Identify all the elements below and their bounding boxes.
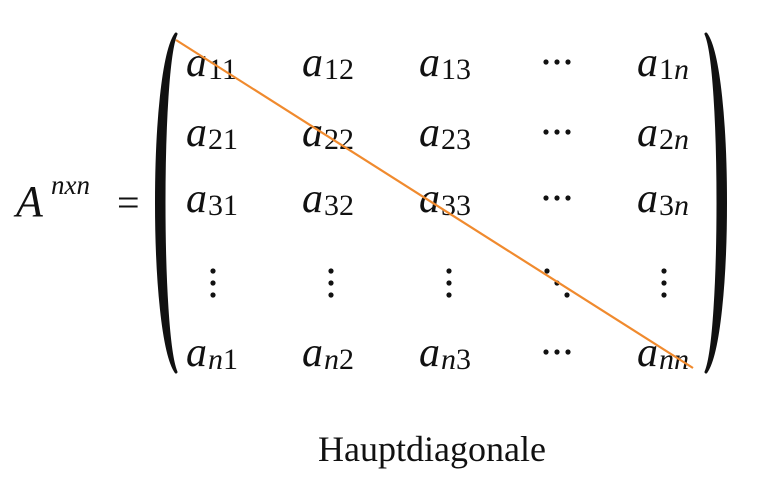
ellipsis-dot	[564, 292, 570, 298]
ellipsis-dot	[661, 268, 667, 274]
entry-subscript: 31	[208, 189, 238, 222]
horizontal-ellipsis	[543, 129, 571, 135]
entry-base: a	[419, 110, 440, 156]
entry-base: a	[637, 330, 658, 376]
ellipsis-dot	[210, 268, 216, 274]
horizontal-ellipsis	[543, 59, 571, 65]
ellipsis-dot	[543, 59, 549, 65]
matrix-name: A nxn =	[13, 170, 140, 226]
ellipsis-dot	[446, 292, 452, 298]
matrix-symbol: A	[13, 177, 44, 226]
ellipsis-dot	[554, 195, 560, 201]
entry-subscript: 21	[208, 123, 238, 156]
ellipsis-dot	[565, 349, 571, 355]
ellipsis-dot	[565, 59, 571, 65]
ellipsis-dot	[554, 129, 560, 135]
entry-subscript: 32	[324, 189, 354, 222]
entry-base: a	[419, 176, 440, 222]
ellipsis-dot	[446, 268, 452, 274]
ellipsis-dot	[328, 268, 334, 274]
matrix-cell: ann	[637, 330, 689, 376]
ellipsis-dot	[554, 349, 560, 355]
entry-base: a	[186, 110, 207, 156]
entry-base: a	[186, 330, 207, 376]
right-parenthesis	[704, 32, 727, 374]
ellipsis-dot	[543, 129, 549, 135]
vertical-ellipsis	[328, 268, 334, 298]
entry-subscript: 23	[441, 123, 471, 156]
ellipsis-dot	[210, 280, 216, 286]
ellipsis-dot	[328, 280, 334, 286]
entry-subscript: n2	[324, 343, 354, 376]
entry-subscript: 3n	[659, 189, 689, 222]
main-diagonal-line	[175, 39, 694, 369]
main-diagonal-label: Hauptdiagonale	[318, 429, 546, 469]
entry-base: a	[419, 40, 440, 86]
vertical-ellipsis	[661, 268, 667, 298]
entry-base: a	[302, 110, 323, 156]
entry-base: a	[419, 330, 440, 376]
entry-subscript: 12	[324, 53, 354, 86]
ellipsis-dot	[210, 292, 216, 298]
entry-base: a	[302, 40, 323, 86]
entry-subscript: 33	[441, 189, 471, 222]
entry-base: a	[302, 330, 323, 376]
entry-subscript: n1	[208, 343, 238, 376]
ellipsis-dot	[661, 280, 667, 286]
entry-subscript: 1n	[659, 53, 689, 86]
ellipsis-dot	[554, 59, 560, 65]
entry-base: a	[186, 176, 207, 222]
horizontal-ellipsis	[543, 349, 571, 355]
matrix-entries: a11a12a13a1na21a22a23a2na31a32a33a3nan1a…	[186, 40, 689, 376]
entry-subscript: 2n	[659, 123, 689, 156]
matrix-cell: a22	[302, 110, 354, 156]
entry-base: a	[637, 40, 658, 86]
entry-subscript: nn	[659, 343, 689, 376]
entry-subscript: n3	[441, 343, 471, 376]
horizontal-ellipsis	[543, 195, 571, 201]
equals-sign: =	[117, 180, 140, 225]
ellipsis-dot	[544, 268, 550, 274]
ellipsis-dot	[565, 129, 571, 135]
ellipsis-dot	[661, 292, 667, 298]
vertical-ellipsis	[210, 268, 216, 298]
entry-base: a	[186, 40, 207, 86]
entry-subscript: 13	[441, 53, 471, 86]
matrix-dimension-superscript: nxn	[51, 170, 90, 200]
ellipsis-dot	[543, 349, 549, 355]
ellipsis-dot	[565, 195, 571, 201]
ellipsis-dot	[446, 280, 452, 286]
ellipsis-dot	[328, 292, 334, 298]
entry-base: a	[302, 176, 323, 222]
entry-base: a	[637, 176, 658, 222]
ellipsis-dot	[543, 195, 549, 201]
vertical-ellipsis	[446, 268, 452, 298]
entry-base: a	[637, 110, 658, 156]
left-parenthesis	[155, 32, 178, 374]
